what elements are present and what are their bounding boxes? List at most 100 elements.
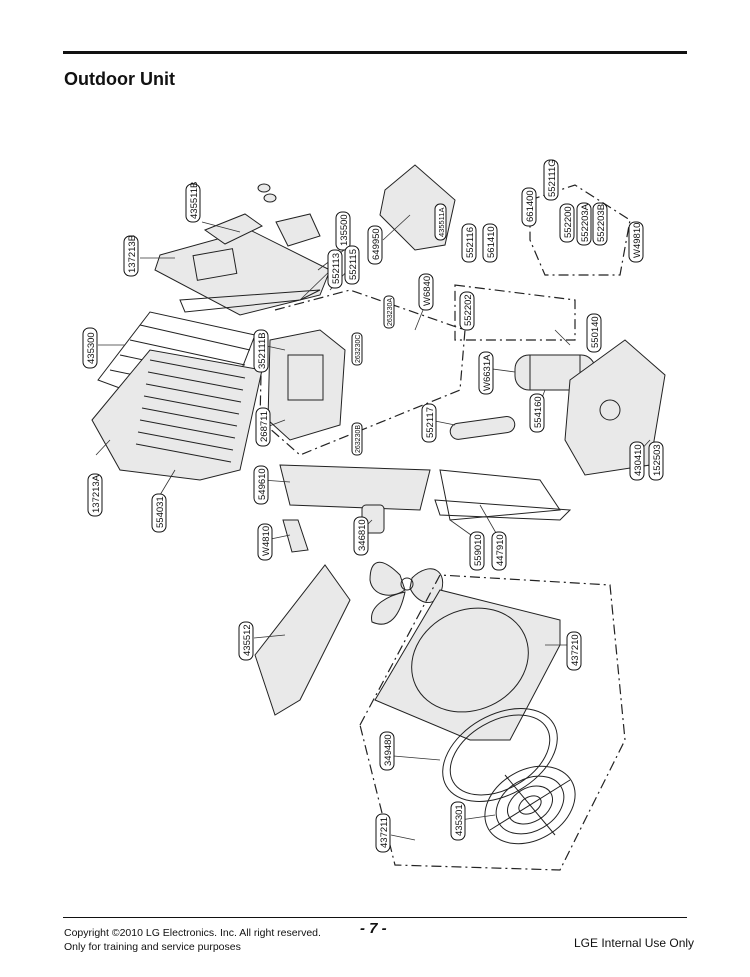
svg-text:447910: 447910 (495, 534, 506, 566)
svg-text:135500: 135500 (339, 214, 350, 246)
part-label-435511A: 435511A (434, 203, 447, 241)
part-label-W4810: W4810 (257, 523, 273, 561)
part-label-W6840: W6840 (418, 273, 434, 311)
svg-text:552115: 552115 (348, 249, 359, 280)
svg-text:552116: 552116 (465, 227, 476, 258)
part-label-552200: 552200 (559, 203, 575, 243)
top-panel-part (154, 229, 331, 316)
bottom-rule (63, 917, 687, 918)
svg-text:561410: 561410 (486, 226, 497, 258)
svg-text:649950: 649950 (371, 228, 382, 260)
svg-text:263230B: 263230B (355, 425, 362, 453)
svg-text:552117: 552117 (425, 407, 436, 438)
part-label-263230B: 263230B (351, 422, 363, 456)
part-label-435300: 435300 (82, 327, 98, 369)
part-label-430410: 430410 (629, 441, 645, 481)
svg-text:549610: 549610 (257, 468, 268, 500)
part-label-268711: 268711 (255, 407, 271, 447)
part-label-263230C: 263230C (351, 332, 363, 366)
valve-group-outline (454, 284, 576, 341)
part-label-135500: 135500 (335, 211, 351, 251)
part-label-437210: 437210 (566, 631, 582, 671)
top-cover-part (254, 564, 351, 716)
propeller-fan-part (369, 562, 444, 625)
svg-text:554160: 554160 (533, 396, 544, 428)
part-label-263230A: 263230A (383, 295, 395, 329)
part-label-552115: 552115 (344, 245, 360, 285)
svg-text:554031: 554031 (155, 496, 166, 528)
part-label-559010: 559010 (469, 531, 485, 571)
svg-text:552111G: 552111G (547, 159, 558, 197)
part-label-549610: 549610 (253, 465, 269, 505)
svg-text:346810: 346810 (357, 519, 368, 551)
svg-text:435300: 435300 (86, 332, 97, 364)
part-label-349480: 349480 (379, 731, 395, 771)
part-label-W49810: W49810 (628, 221, 644, 263)
svg-text:435512: 435512 (242, 624, 253, 656)
part-label-435301: 435301 (450, 801, 466, 841)
svg-text:430410: 430410 (633, 444, 644, 476)
part-label-346810: 346810 (353, 516, 369, 556)
top-rule (63, 51, 687, 54)
fan-guard-part (484, 765, 576, 845)
front-assembly-outline (359, 574, 626, 871)
motor-bracket-part (282, 519, 309, 553)
svg-text:552202: 552202 (463, 294, 474, 326)
page-title: Outdoor Unit (64, 69, 175, 89)
svg-text:435511A: 435511A (437, 208, 446, 237)
page-number: - 7 - (360, 920, 387, 937)
part-label-552117: 552117 (421, 403, 437, 443)
part-label-649950: 649950 (367, 225, 383, 265)
part-label-554031: 554031 (151, 493, 167, 533)
svg-text:352111B: 352111B (257, 332, 268, 369)
part-label-447910: 447910 (491, 531, 507, 571)
part-label-137213A: 137213A (87, 473, 103, 517)
part-label-435511B: 435511B (185, 182, 201, 223)
part-label-137213B: 137213B (123, 235, 139, 277)
svg-text:552113: 552113 (331, 253, 342, 284)
svg-text:435511B: 435511B (189, 182, 200, 219)
part-label-661400: 661400 (521, 187, 537, 227)
part-label-552113: 552113 (327, 249, 343, 289)
svg-text:661400: 661400 (525, 190, 536, 222)
svg-text:552203A: 552203A (580, 203, 591, 242)
svg-text:268711: 268711 (259, 411, 270, 442)
part-label-152503: 152503 (648, 441, 664, 481)
svg-text:W49810: W49810 (632, 223, 643, 258)
condenser-coil-part (91, 349, 263, 481)
part-label-W6631A: W6631A (478, 351, 494, 395)
accumulator-part (449, 416, 516, 440)
part-label-561410: 561410 (482, 223, 498, 263)
part-label-437211: 437211 (375, 813, 391, 853)
orifice-ring-part (442, 708, 558, 802)
part-label-552203B: 552203B (592, 202, 608, 246)
svg-text:552203B: 552203B (596, 204, 607, 242)
copyright-line-2: Only for training and service purposes (64, 941, 241, 953)
svg-text:437210: 437210 (570, 634, 581, 666)
part-label-554160: 554160 (529, 393, 545, 433)
svg-text:137213B: 137213B (127, 235, 138, 273)
svg-text:550140: 550140 (590, 316, 601, 348)
svg-text:437211: 437211 (379, 817, 390, 848)
front-panel-part (374, 589, 561, 741)
control-box-part (267, 329, 346, 441)
part-label-552116: 552116 (461, 223, 477, 263)
part-label-352111B: 352111B (253, 329, 269, 373)
svg-text:559010: 559010 (473, 534, 484, 566)
svg-text:152503: 152503 (652, 444, 663, 476)
svg-text:263230C: 263230C (355, 335, 362, 363)
sensor-group-outline (529, 184, 631, 276)
svg-text:435301: 435301 (454, 804, 465, 836)
svg-text:137213A: 137213A (91, 474, 102, 513)
svg-text:W6840: W6840 (422, 276, 433, 306)
top-bracket-part (203, 183, 321, 247)
internal-use-notice: LGE Internal Use Only (574, 936, 695, 950)
part-label-550140: 550140 (586, 313, 602, 353)
part-label-552202: 552202 (459, 291, 475, 331)
svg-text:W6631A: W6631A (482, 354, 493, 391)
copyright-line-1: Copyright ©2010 LG Electronics. Inc. All… (64, 927, 321, 939)
svg-text:552200: 552200 (563, 206, 574, 238)
svg-text:263230A: 263230A (387, 298, 394, 326)
svg-text:W4810: W4810 (261, 526, 272, 556)
